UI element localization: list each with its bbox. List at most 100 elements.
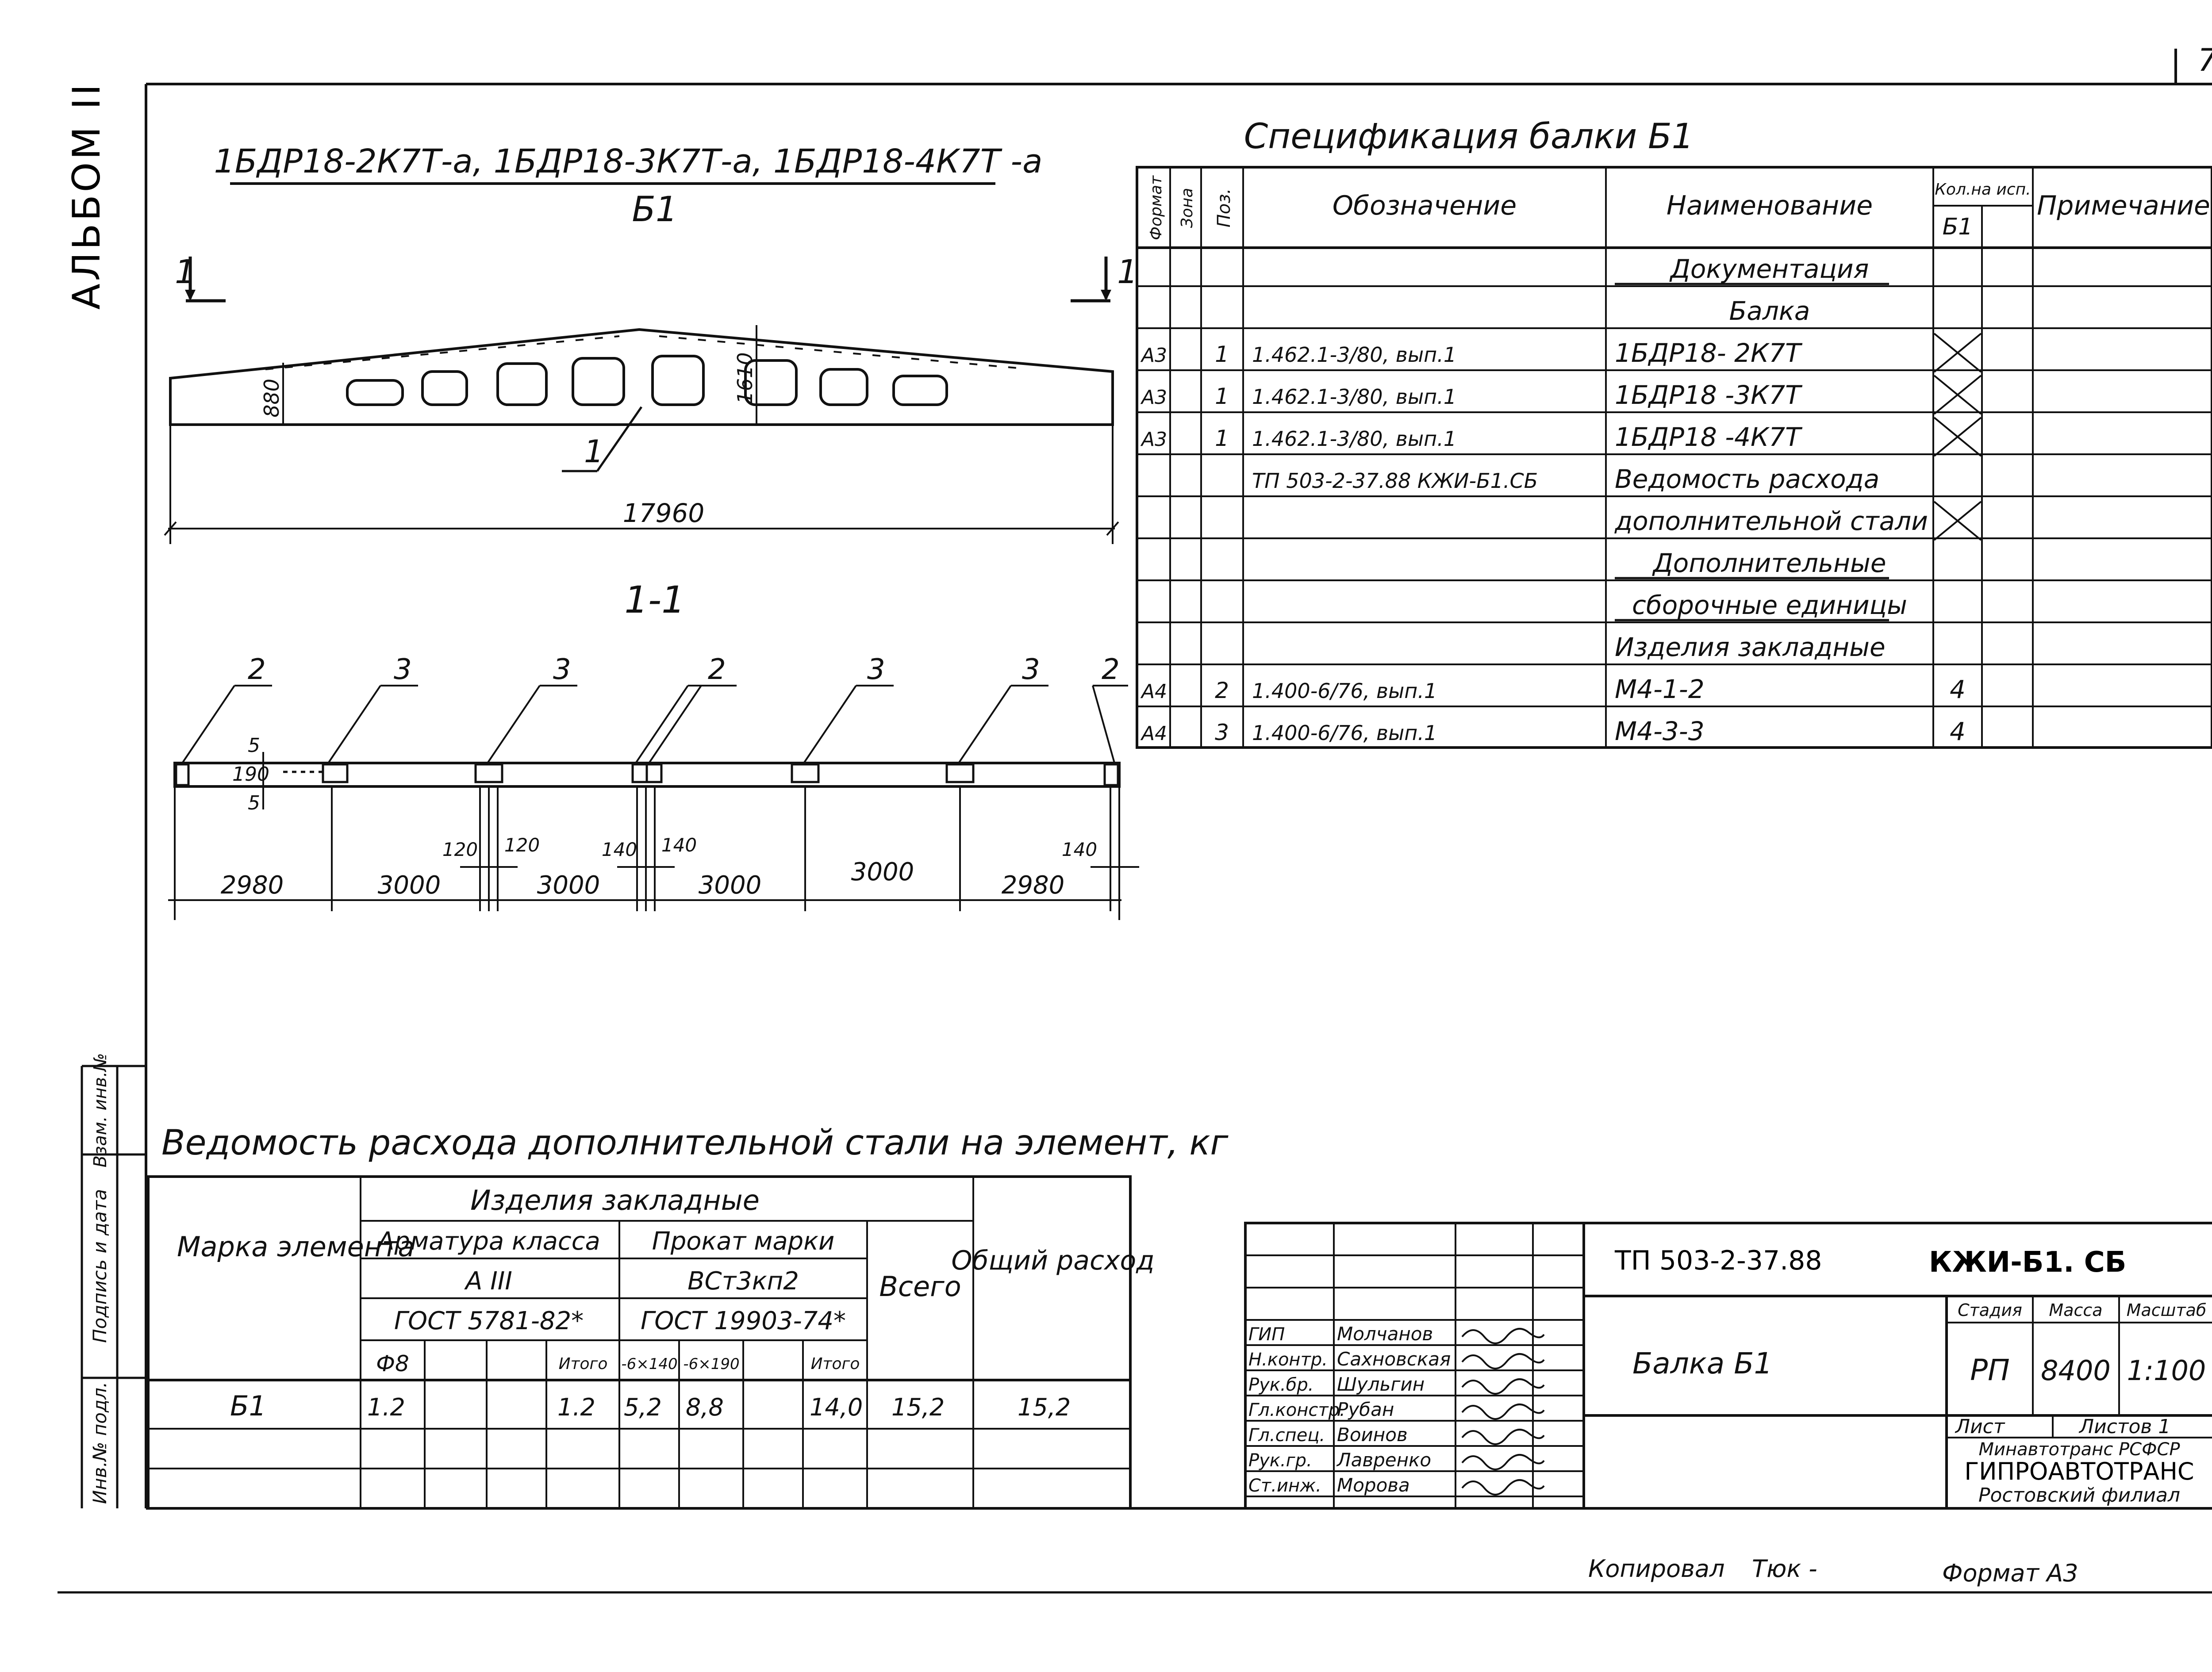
spec-cell-format: А4 xyxy=(1140,680,1167,703)
org-branch: Ростовский филиал xyxy=(1978,1484,2180,1507)
svg-text:5,2: 5,2 xyxy=(624,1393,662,1421)
signature-role: ГИП xyxy=(1248,1324,1285,1345)
callout-1: 1 xyxy=(584,433,604,470)
spec-cell-pos: 3 xyxy=(1215,720,1229,745)
spec-title: Спецификация балки Б1 xyxy=(1244,117,1694,157)
spec-col-name: Наименование xyxy=(1667,190,1873,221)
album-label: АЛЬБОМ II xyxy=(65,82,109,310)
signature-row: Гл.констр.Рубан xyxy=(1248,1399,1545,1420)
svg-text:2980: 2980 xyxy=(221,871,284,900)
spec-cell-name: сборочные единицы xyxy=(1632,590,1907,620)
spec-cell-name: М4-1-2 xyxy=(1615,674,1705,704)
mass-label: Масса xyxy=(2049,1300,2102,1320)
steel-prokat-gost: ГОСТ 19903-74* xyxy=(641,1307,846,1335)
dim-5-top: 5 xyxy=(248,734,260,757)
signature-mark xyxy=(1461,1328,1545,1344)
spec-cell-name: Документация xyxy=(1669,254,1869,284)
spec-cell-format: А3 xyxy=(1140,428,1167,451)
svg-text:Подпись и дата: Подпись и дата xyxy=(89,1189,111,1343)
footer-format: Формат А3 xyxy=(1942,1559,2078,1587)
spec-cell-pos: 1 xyxy=(1215,426,1229,451)
spec-col-qty-b1: Б1 xyxy=(1943,214,1973,240)
spec-cell-qty: 4 xyxy=(1950,717,1966,746)
spec-cell-name: дополнительной стали xyxy=(1614,506,1928,536)
spec-row: А4 3 1.400-6/76, вып.1 М4-3-3 4 xyxy=(1140,716,1966,746)
dim-height-end: 880 xyxy=(260,379,284,418)
section-1-1: 1-1 2 3 3 2 3 3 xyxy=(168,578,1139,920)
spec-cell-name: 1БДР18- 2К7Т xyxy=(1615,338,1803,368)
spec-col-qty: Кол.на исп. xyxy=(1935,180,2031,199)
page-number: 7 xyxy=(2198,42,2212,78)
copier-signature: Тюк - xyxy=(1752,1555,1817,1583)
steel-prokat-grade: ВСт3кп2 xyxy=(687,1267,799,1296)
svg-text:2: 2 xyxy=(1102,653,1120,686)
marks-title: 1БДР18-2К7Т-а, 1БДР18-3К7Т-а, 1БДР18-4К7… xyxy=(214,142,1043,180)
signature-row: Ст.инж.Морова xyxy=(1248,1474,1545,1496)
svg-text:3: 3 xyxy=(394,653,412,686)
sheet-label: Лист xyxy=(1955,1415,2005,1438)
signature-name: Лавренко xyxy=(1336,1449,1431,1471)
steel-overall: Общий расход xyxy=(951,1245,1154,1276)
spec-row: ТП 503-2-37.88 КЖИ-Б1.СБ Ведомость расход… xyxy=(1252,464,1879,494)
spec-cell-designation: ТП 503-2-37.88 КЖИ-Б1.СБ xyxy=(1252,469,1538,493)
span-labels: 2980 3000 3000 3000 3000 2980 120 120 14… xyxy=(221,834,1097,900)
spec-cell-format: А4 xyxy=(1140,722,1167,745)
spec-cell-format: А3 xyxy=(1140,344,1167,367)
steel-arm-class: Арматура класса xyxy=(376,1227,600,1256)
spec-cell-pos: 2 xyxy=(1215,678,1229,703)
steel-d8: Ф8 xyxy=(376,1351,409,1377)
dim-total-length: 17960 xyxy=(623,498,705,528)
signature-name: Морова xyxy=(1337,1474,1410,1496)
svg-text:2: 2 xyxy=(708,653,726,686)
spec-row: дополнительной стали xyxy=(1614,501,1982,541)
svg-text:3: 3 xyxy=(553,653,571,686)
specification-table: Спецификация балки Б1 Фо xyxy=(1136,117,2212,749)
svg-text:2980: 2980 xyxy=(1002,871,1065,900)
mass-value: 8400 xyxy=(2041,1354,2111,1387)
signature-row: Гл.спец.Воинов xyxy=(1248,1424,1545,1446)
spec-col-zone: Зона xyxy=(1178,188,1196,228)
steel-itogo2: Итого xyxy=(811,1355,860,1373)
sheets-label: Листов 1 xyxy=(2078,1415,2170,1438)
doc-mark: КЖИ-Б1. СБ xyxy=(1929,1246,2126,1279)
steel-arm-gost: ГОСТ 5781-82* xyxy=(394,1307,584,1335)
signature-row: Н.контр.Сахновская xyxy=(1248,1348,1545,1370)
spec-col-pos: Поз. xyxy=(1214,188,1234,228)
stage-value: РП xyxy=(1970,1353,2009,1387)
spec-cell-pos: 1 xyxy=(1215,383,1229,409)
svg-text:15,2: 15,2 xyxy=(1018,1393,1071,1421)
spec-cell-designation: 1.400-6/76, вып.1 xyxy=(1252,721,1437,745)
signature-name: Шульгин xyxy=(1337,1373,1425,1395)
signature-role: Н.контр. xyxy=(1248,1350,1328,1370)
spec-cell-name: М4-3-3 xyxy=(1615,716,1705,746)
spec-row: Документация xyxy=(1615,254,1889,285)
footer-copied: Копировал xyxy=(1588,1555,1725,1583)
title-name: Балка Б1 xyxy=(1632,1346,1772,1381)
spec-row: А3 1 1.462.1-3/80, вып.1 1БДР18- 2К7Т xyxy=(1140,333,1982,373)
signature-mark xyxy=(1461,1479,1545,1496)
spec-cell-name: Балка xyxy=(1729,296,1810,326)
svg-text:3000: 3000 xyxy=(378,871,441,900)
scale-label: Масштаб xyxy=(2127,1300,2207,1320)
svg-text:Б1: Б1 xyxy=(230,1390,266,1422)
signature-mark xyxy=(1461,1404,1545,1420)
spec-col-format: Формат xyxy=(1147,175,1165,240)
side-stamp: Инв.№ подл. Подпись и дата Взам. инв.№ xyxy=(81,1053,146,1508)
spec-cell-name: Ведомость расхода xyxy=(1615,464,1879,494)
svg-text:3000: 3000 xyxy=(537,871,600,900)
svg-text:15,2: 15,2 xyxy=(891,1393,945,1421)
spec-cell-pos: 1 xyxy=(1215,341,1229,367)
signature-role: Рук.гр. xyxy=(1248,1450,1312,1471)
beam-openings xyxy=(346,355,948,406)
spec-cell-designation: 1.462.1-3/80, вып.1 xyxy=(1252,343,1456,367)
spec-row: сборочные единицы xyxy=(1615,590,1907,621)
steel-prokat: Прокат марки xyxy=(652,1227,835,1256)
section-mark-right: 1 xyxy=(1117,253,1138,291)
signature-mark xyxy=(1461,1429,1545,1445)
steel-itogo1: Итого xyxy=(559,1355,608,1373)
svg-text:3: 3 xyxy=(1022,653,1040,686)
svg-text:3000: 3000 xyxy=(699,871,762,900)
span-dimensions xyxy=(168,787,1139,920)
